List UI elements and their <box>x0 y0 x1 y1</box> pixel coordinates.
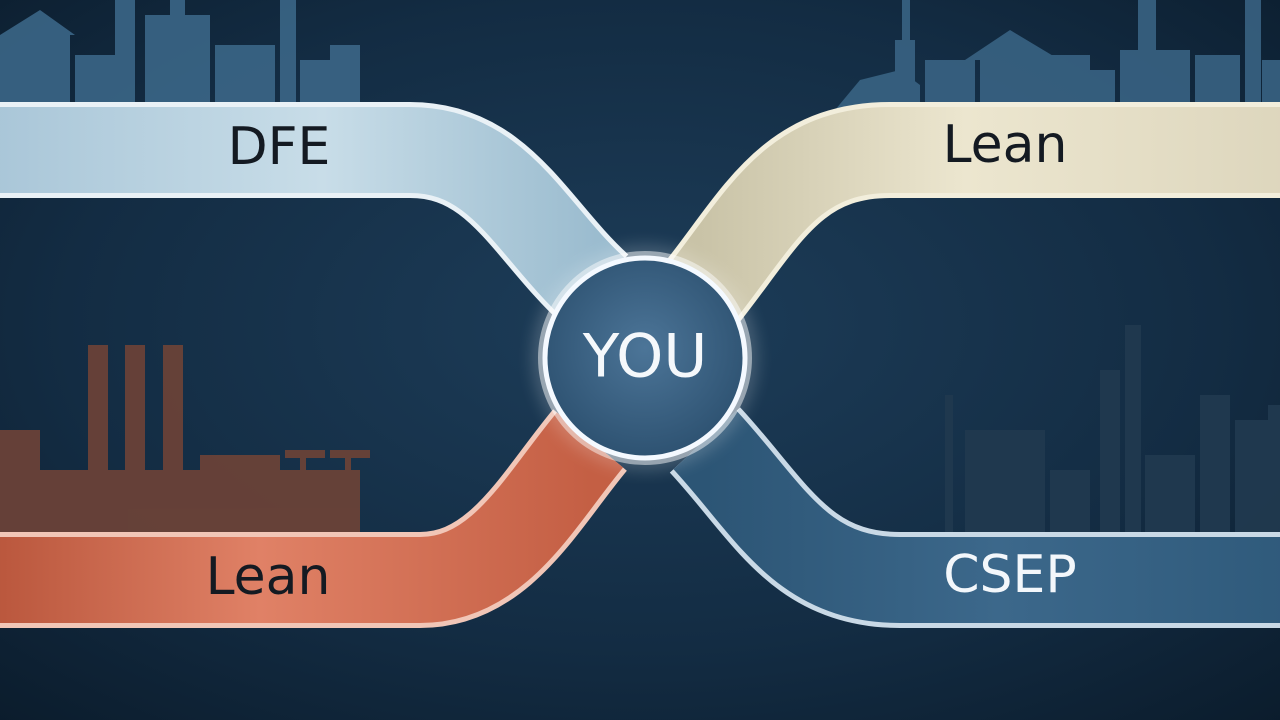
path-csep: CSEP <box>669 407 1280 628</box>
path-label-lean-bottom: Lean <box>206 547 331 607</box>
path-label-lean-top: Lean <box>943 115 1068 175</box>
center-label: YOU <box>582 322 708 392</box>
factory-skyline-top-left-icon <box>0 0 360 105</box>
path-lean-top: Lean <box>662 102 1280 325</box>
path-lean-bottom: Lean <box>0 409 628 628</box>
factory-skyline-bottom-left-icon <box>0 345 370 540</box>
factory-skyline-bottom-right-icon <box>945 325 1280 535</box>
center-node: YOU <box>538 251 752 465</box>
center-circle <box>542 255 748 461</box>
path-dfe: DFE <box>0 102 629 326</box>
path-label-dfe: DFE <box>228 117 331 177</box>
path-label-csep: CSEP <box>943 545 1077 605</box>
